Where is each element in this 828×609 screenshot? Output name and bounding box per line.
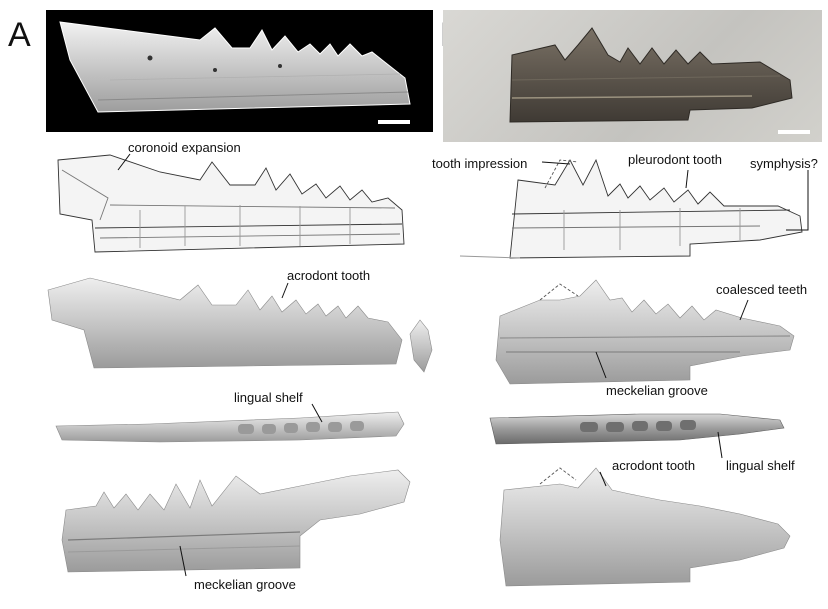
render-b-occlusal bbox=[489, 413, 785, 445]
label-meckelian-groove-a: meckelian groove bbox=[194, 577, 296, 592]
drawing-b-specimen bbox=[459, 158, 803, 259]
label-lingual-shelf-b: lingual shelf bbox=[726, 458, 795, 473]
drawing-a-specimen bbox=[57, 154, 405, 253]
leader-lines bbox=[117, 153, 809, 577]
label-acrodont-tooth-a: acrodont tooth bbox=[287, 268, 371, 283]
render-a-occlusal bbox=[55, 411, 405, 443]
label-coronoid-expansion: coronoid expansion bbox=[128, 140, 241, 155]
photo-b-specimen bbox=[509, 27, 810, 134]
render-b-medial bbox=[499, 467, 791, 587]
panel-letter-a: A bbox=[8, 16, 31, 54]
label-tooth-impression: tooth impression bbox=[432, 156, 528, 171]
scale-bar-b bbox=[778, 130, 810, 134]
scale-bar-a bbox=[378, 120, 410, 124]
label-symphysis: symphysis? bbox=[750, 156, 818, 171]
photo-a-specimen bbox=[59, 21, 411, 124]
label-acrodont-tooth-b: acrodont tooth bbox=[612, 458, 696, 473]
render-b-lateral bbox=[495, 279, 795, 385]
label-coalesced-teeth: coalesced teeth bbox=[716, 282, 808, 297]
render-a-lateral bbox=[47, 277, 433, 373]
label-lingual-shelf-a: lingual shelf bbox=[234, 390, 303, 405]
label-meckelian-groove-b: meckelian groove bbox=[606, 383, 708, 398]
render-a-medial bbox=[61, 469, 411, 573]
label-pleurodont-tooth: pleurodont tooth bbox=[628, 152, 722, 167]
